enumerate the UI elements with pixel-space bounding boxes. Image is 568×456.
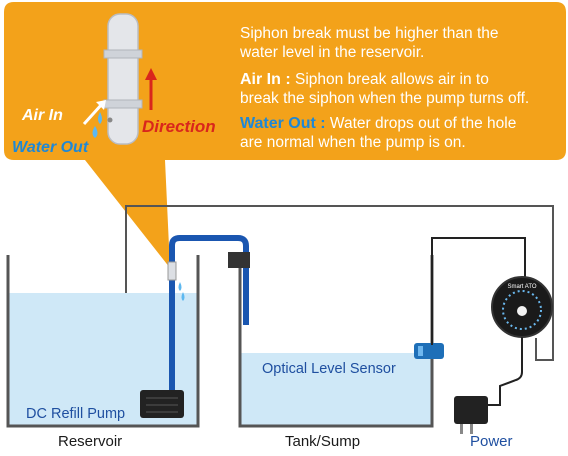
air-in-paragraph: Air In : Siphon break allows air in to bbox=[240, 71, 489, 88]
tank-label: Tank/Sump bbox=[285, 433, 360, 450]
siphon-break-nozzle bbox=[167, 261, 177, 281]
power-adapter-icon bbox=[454, 396, 488, 434]
air-in-label: Air In bbox=[21, 107, 63, 124]
water-out-label: Water Out bbox=[12, 139, 89, 156]
air-in-arrow-icon bbox=[82, 100, 106, 126]
direction-arrow-icon bbox=[145, 68, 157, 110]
power-label: Power bbox=[470, 433, 513, 450]
callout-line-2: water level in the reservoir. bbox=[239, 44, 424, 61]
air-in-text-1: Siphon break allows air in to bbox=[291, 71, 489, 88]
pump-label: DC Refill Pump bbox=[26, 406, 125, 422]
water-drop-icon bbox=[92, 112, 102, 138]
water-out-paragraph: Water Out : Water drops out of the hole bbox=[240, 115, 516, 132]
tank-sump bbox=[238, 255, 434, 428]
optical-sensor bbox=[414, 343, 444, 359]
sensor-label: Optical Level Sensor bbox=[262, 361, 396, 377]
callout-line-1: Siphon break must be higher than the bbox=[240, 25, 499, 42]
direction-label: Direction bbox=[142, 117, 216, 136]
drop-icon bbox=[178, 282, 182, 291]
controller-brand-label: Smart ATO bbox=[507, 284, 536, 290]
refill-pump bbox=[140, 390, 184, 418]
water-out-text-1: Water drops out of the hole bbox=[326, 115, 517, 132]
callout-bubble bbox=[4, 2, 566, 268]
pipe-clip bbox=[228, 252, 250, 268]
drop-icon-2 bbox=[181, 292, 185, 301]
water-out-text-2: are normal when the pump is on. bbox=[240, 134, 466, 151]
ato-controller: Smart ATO bbox=[491, 276, 553, 338]
power-cable bbox=[488, 337, 523, 406]
air-in-heading: Air In : bbox=[240, 71, 291, 88]
water-out-heading: Water Out : bbox=[240, 115, 326, 132]
air-in-text-2: break the siphon when the pump turns off… bbox=[240, 90, 529, 107]
siphon-pipe bbox=[169, 235, 249, 395]
siphon-break-illustration bbox=[103, 13, 143, 145]
reservoir-label: Reservoir bbox=[58, 433, 122, 450]
sensor-cable bbox=[431, 237, 526, 345]
